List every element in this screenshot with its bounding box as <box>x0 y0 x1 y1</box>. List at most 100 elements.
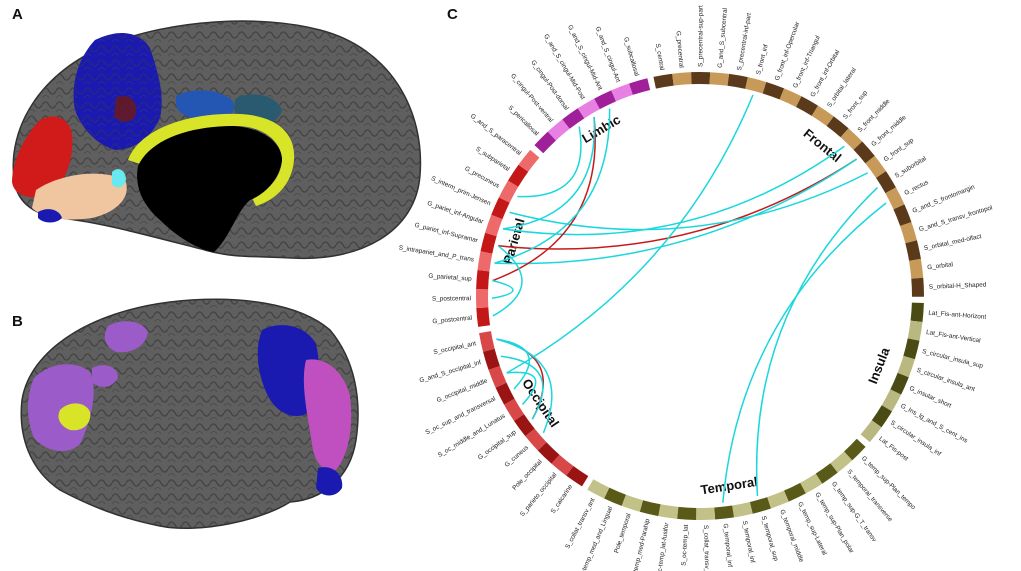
ring-segment <box>853 141 875 164</box>
ring-segment <box>476 269 490 290</box>
ring-segment <box>840 128 863 150</box>
group-label-insula: Insula <box>865 345 893 386</box>
roi-label: S_circular_insula_ant <box>916 367 976 393</box>
roi-label: G_and_S_subcentral <box>717 8 729 68</box>
ring-segment <box>525 428 547 451</box>
ring-segment <box>566 466 589 487</box>
ring-segment <box>562 108 585 129</box>
ring-segment <box>547 119 570 141</box>
ring-segment <box>475 288 489 308</box>
ring-segment <box>907 320 923 341</box>
region-magenta-lateral <box>303 359 352 471</box>
roi-label: S_postcentral <box>432 295 471 302</box>
roi-label: G_postcentral <box>432 315 472 326</box>
roi-label: S_temporal_inf <box>741 520 756 564</box>
ring-segment <box>491 197 510 220</box>
ring-segment <box>903 338 920 360</box>
ring-segment <box>476 307 491 327</box>
corpus-callosum-ring <box>128 113 295 206</box>
connection-link <box>503 116 596 230</box>
ring-segment <box>677 506 697 520</box>
ring-segment <box>893 204 912 227</box>
ring-segment <box>658 504 679 519</box>
ring-segment <box>621 494 643 512</box>
roi-label: G_oc-temp_med-Parahip <box>628 518 651 571</box>
ring-segment <box>910 302 924 323</box>
panel-letter-b: B <box>12 313 23 330</box>
roi-label: G_parietal_sup <box>428 273 472 283</box>
group-label-temporal: Temporal <box>700 474 759 498</box>
ring-segment <box>830 451 853 473</box>
ring-segment <box>900 222 917 244</box>
ring-segment <box>514 414 535 437</box>
ring-segment <box>507 164 529 187</box>
roi-label: Pole_temporal <box>613 513 632 554</box>
connection-link <box>722 202 887 503</box>
ring-segment <box>587 479 610 499</box>
roi-label: S_circular_insula_sup <box>921 348 984 370</box>
roi-label: S_precentral-inf-part <box>736 12 753 71</box>
ring-segment <box>732 502 753 518</box>
group-label-parietal: Parietal <box>500 217 528 266</box>
region-purple-top <box>104 321 148 353</box>
roi-label: S_precentral-sup-part <box>697 5 704 67</box>
region-blue-lower-lateral <box>316 467 343 496</box>
ring-segment <box>639 500 661 517</box>
roi-label: G_cuneus <box>503 444 530 468</box>
connection-link <box>506 94 754 374</box>
ring-segment <box>811 105 834 126</box>
ring-segment <box>518 149 540 172</box>
ring-segment <box>762 82 785 100</box>
connection-link <box>494 158 858 265</box>
ring-segment <box>537 442 560 464</box>
connection-link <box>755 186 878 496</box>
region-blue-small-medial <box>38 209 62 223</box>
connection-link <box>496 338 553 434</box>
roi-label: S_subparietal <box>474 146 510 173</box>
connection-link <box>492 245 523 317</box>
ring-segment <box>826 116 849 138</box>
region-peach-medial <box>32 173 127 220</box>
ring-segment <box>594 90 617 110</box>
ring-segment <box>534 131 556 154</box>
ring-segment <box>691 72 711 85</box>
connection-link <box>496 338 531 390</box>
roi-label: S_collat_transv_post <box>702 525 710 571</box>
roi-label: S_calcarine <box>550 483 575 515</box>
roi-label: G_occipital_middle <box>436 377 489 404</box>
roi-label: S_front_inf <box>755 44 770 76</box>
connection-link <box>509 172 868 231</box>
ring-segment <box>871 405 893 428</box>
ring-segment <box>495 382 515 405</box>
ring-segment <box>885 187 905 210</box>
roi-label: G_and_S_transv_frontopol <box>918 204 993 233</box>
ring-segment <box>604 487 626 506</box>
ring-segment <box>483 348 500 370</box>
brain-lateral-view <box>20 298 359 529</box>
ring-segment <box>890 372 909 395</box>
connection-link <box>506 371 537 405</box>
roi-label: S_orbital_med-olfact <box>923 233 982 252</box>
ring-segment <box>477 251 493 272</box>
ring-segment <box>876 171 896 194</box>
roi-label: S_central <box>654 43 665 71</box>
roi-label: G_orbital <box>927 261 954 271</box>
ring-segment <box>800 473 823 494</box>
ring-segment <box>504 398 524 421</box>
ring-segment <box>881 389 902 412</box>
roi-label: S_front_sup <box>842 89 869 121</box>
ring-segment <box>865 155 886 178</box>
roi-label: G_temporal_inf <box>721 523 733 567</box>
ring-segment <box>551 454 574 476</box>
connection-link <box>498 158 857 250</box>
ring-segment <box>745 77 767 94</box>
roi-label: S_occipital_ant <box>433 340 477 356</box>
region-purple-mid <box>92 365 118 387</box>
roi-label: G_pariet_inf-Supramar <box>414 222 480 245</box>
ring-segment <box>815 463 838 484</box>
region-yellow-lateral <box>58 403 91 431</box>
roi-label: G_front_sup <box>883 137 916 164</box>
ring-segment <box>488 365 507 388</box>
